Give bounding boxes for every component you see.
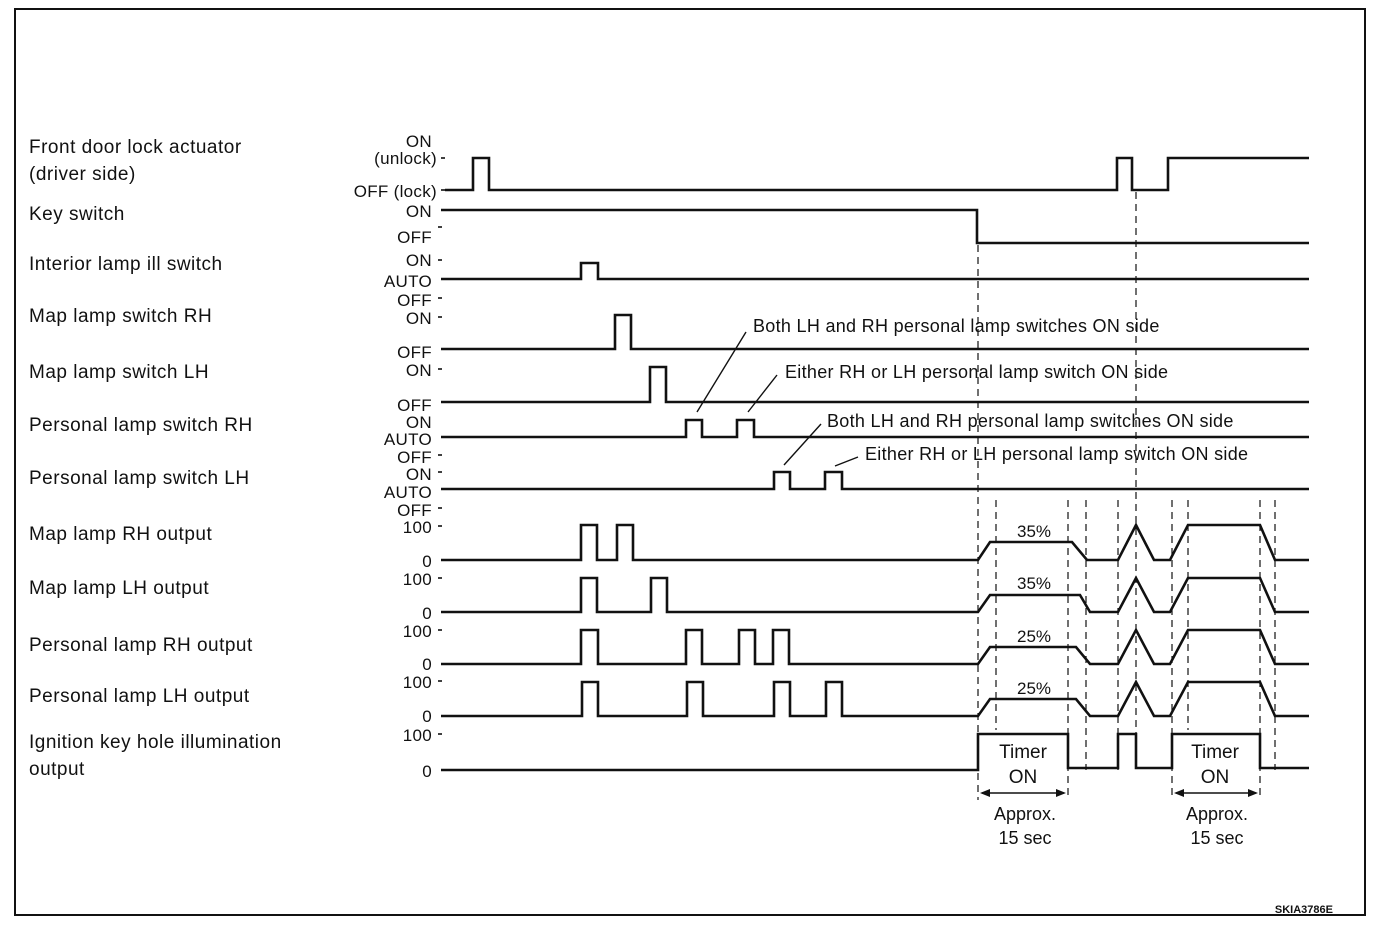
signal-name-ignition-line2: output	[29, 759, 85, 780]
approx-1-line1: Approx.	[994, 804, 1056, 824]
level-label: OFF	[397, 343, 432, 362]
approx-2-line1: Approx.	[1186, 804, 1248, 824]
annotation-leader	[696, 331, 747, 413]
waveform-map-rh-switch	[441, 313, 1309, 351]
signal-names: Front door lock actuator (driver side) K…	[29, 137, 282, 780]
signal-name-personal-rh-output: Personal lamp RH output	[29, 635, 253, 656]
timer-1-line2: ON	[1009, 767, 1038, 788]
duration-arrows	[980, 789, 1258, 797]
annotation-both-on-2: Both LH and RH personal lamp switches ON…	[827, 411, 1234, 431]
signal-name-interior-ill: Interior lamp ill switch	[29, 254, 223, 275]
level-labels: ON (unlock) OFF (lock) ON OFF ON AUTO OF…	[354, 132, 437, 781]
signal-name-map-lh-switch: Map lamp switch LH	[29, 362, 209, 383]
waveforms	[441, 156, 1309, 772]
level-label: ON	[406, 361, 432, 380]
percent-labels: 35% 35% 25% 25%	[1017, 522, 1051, 698]
waveform-front-door	[445, 156, 1309, 192]
annotation-leader	[783, 423, 822, 466]
waveform-personal-lh-switch	[441, 470, 1309, 491]
percent-label-map-rh: 35%	[1017, 522, 1051, 541]
level-label: AUTO	[384, 430, 432, 449]
level-label: (unlock)	[374, 149, 437, 168]
level-label: OFF	[397, 291, 432, 310]
waveform-ignition-output	[441, 732, 1309, 772]
level-label: AUTO	[384, 272, 432, 291]
waveform-map-rh-output	[441, 522, 1309, 562]
annotation-leader	[747, 374, 778, 413]
level-label: OFF	[397, 228, 432, 247]
level-label: 0	[422, 762, 432, 781]
level-label: OFF	[397, 396, 432, 415]
arrowhead-right-icon	[1248, 789, 1258, 797]
level-label: ON	[406, 465, 432, 484]
level-label: 100	[403, 570, 432, 589]
waveform-personal-lh-output	[441, 679, 1309, 718]
guide-lines	[977, 192, 1276, 800]
signal-name-ignition-line1: Ignition key hole illumination	[29, 732, 282, 753]
timer-2-line2: ON	[1201, 767, 1230, 788]
timer-2-line1: Timer	[1191, 742, 1240, 763]
level-label: ON	[406, 251, 432, 270]
level-label: 0	[422, 552, 432, 571]
annotation-either-on-2: Either RH or LH personal lamp switch ON …	[865, 444, 1248, 464]
level-label: 0	[422, 707, 432, 726]
percent-label-personal-rh: 25%	[1017, 627, 1051, 646]
diagram-frame	[14, 8, 1366, 916]
level-label: 0	[422, 655, 432, 674]
signal-name-front-door-line1: Front door lock actuator	[29, 137, 242, 158]
level-ticks	[438, 157, 445, 735]
arrowhead-left-icon	[980, 789, 990, 797]
signal-name-map-rh-switch: Map lamp switch RH	[29, 306, 212, 327]
waveform-interior-ill	[441, 261, 1309, 281]
level-label: ON	[406, 309, 432, 328]
waveform-key-switch	[441, 208, 1309, 245]
percent-label-map-lh: 35%	[1017, 574, 1051, 593]
level-label: ON	[406, 202, 432, 221]
signal-name-personal-lh-output: Personal lamp LH output	[29, 686, 250, 707]
figure-code: SKIA3786E	[1275, 904, 1333, 916]
timer-1-line1: Timer	[999, 742, 1048, 763]
signal-name-map-rh-output: Map lamp RH output	[29, 524, 212, 545]
arrowhead-right-icon	[1056, 789, 1066, 797]
level-label: 100	[403, 518, 432, 537]
signal-name-front-door-line2: (driver side)	[29, 164, 136, 185]
level-label: 100	[403, 622, 432, 641]
level-label: OFF	[397, 448, 432, 467]
annotation-either-on-1: Either RH or LH personal lamp switch ON …	[785, 362, 1168, 382]
level-label: ON	[406, 132, 432, 151]
approx-labels: Approx. 15 sec Approx. 15 sec	[994, 804, 1248, 848]
level-label: 100	[403, 673, 432, 692]
waveform-personal-rh-output	[441, 627, 1309, 666]
signal-name-key-switch: Key switch	[29, 204, 125, 225]
waveform-map-lh-switch	[441, 365, 1309, 404]
signal-name-personal-lh-switch: Personal lamp switch LH	[29, 468, 250, 489]
approx-1-line2: 15 sec	[998, 828, 1051, 848]
percent-label-personal-lh: 25%	[1017, 679, 1051, 698]
annotation-leader	[834, 456, 859, 467]
timer-labels: Timer ON Timer ON	[999, 742, 1240, 788]
level-label: 100	[403, 726, 432, 745]
annotations: Both LH and RH personal lamp switches ON…	[696, 316, 1248, 467]
level-label: 0	[422, 604, 432, 623]
level-label: OFF	[397, 501, 432, 520]
annotation-both-on-1: Both LH and RH personal lamp switches ON…	[753, 316, 1160, 336]
waveform-personal-rh-switch	[441, 418, 1309, 439]
arrowhead-left-icon	[1174, 789, 1184, 797]
level-label: ON	[406, 413, 432, 432]
signal-name-map-lh-output: Map lamp LH output	[29, 578, 209, 599]
waveform-map-lh-output	[441, 575, 1309, 614]
level-label: AUTO	[384, 483, 432, 502]
level-label: OFF (lock)	[354, 182, 437, 201]
approx-2-line2: 15 sec	[1190, 828, 1243, 848]
signal-name-personal-rh-switch: Personal lamp switch RH	[29, 415, 253, 436]
